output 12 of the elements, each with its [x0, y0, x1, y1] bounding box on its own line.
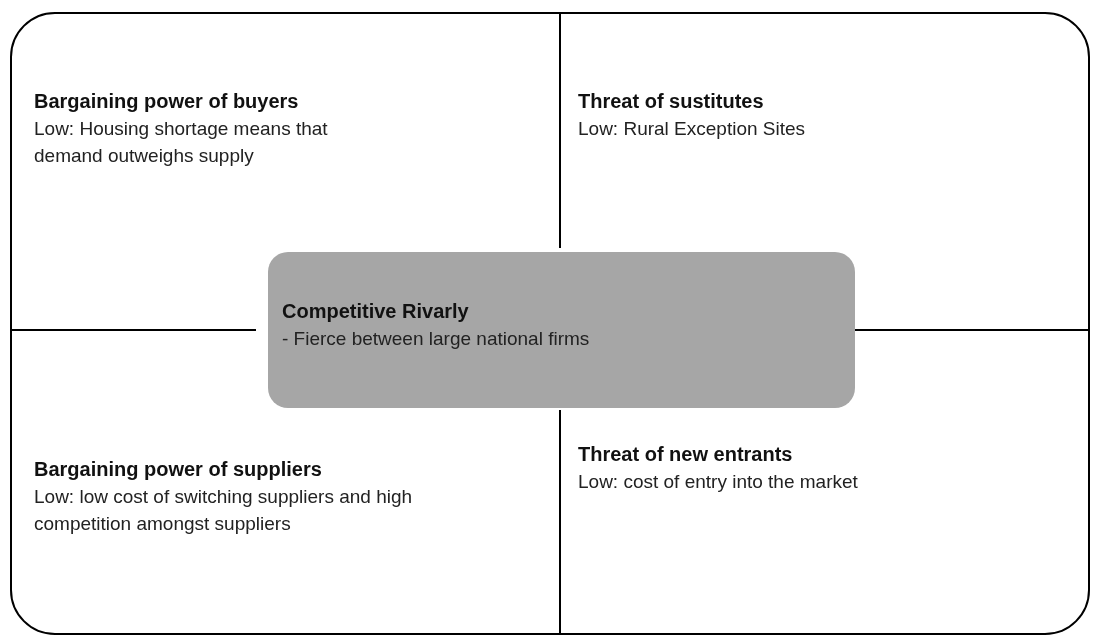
- heading-text: Competitive Rivarly: [282, 300, 469, 323]
- description-text: Low: low cost of switching suppliers and high competition amongst suppliers: [34, 485, 414, 536]
- description-text: - Fierce between large national firms: [282, 327, 590, 351]
- description-text: Low: Rural Exception Sites: [578, 117, 806, 141]
- heading-text: Bargaining power of suppliers: [34, 458, 322, 481]
- heading-text: Threat of new entrants: [578, 443, 793, 466]
- description-text: Low: Housing shortage means that demand outweighs supply: [34, 117, 329, 168]
- rivalry-box: [268, 252, 855, 408]
- heading-text: Threat of sustitutes: [578, 90, 764, 113]
- heading-text: Bargaining power of buyers: [34, 90, 299, 113]
- description-text: Low: cost of entry into the market: [578, 470, 858, 494]
- frame-background: [10, 12, 1090, 635]
